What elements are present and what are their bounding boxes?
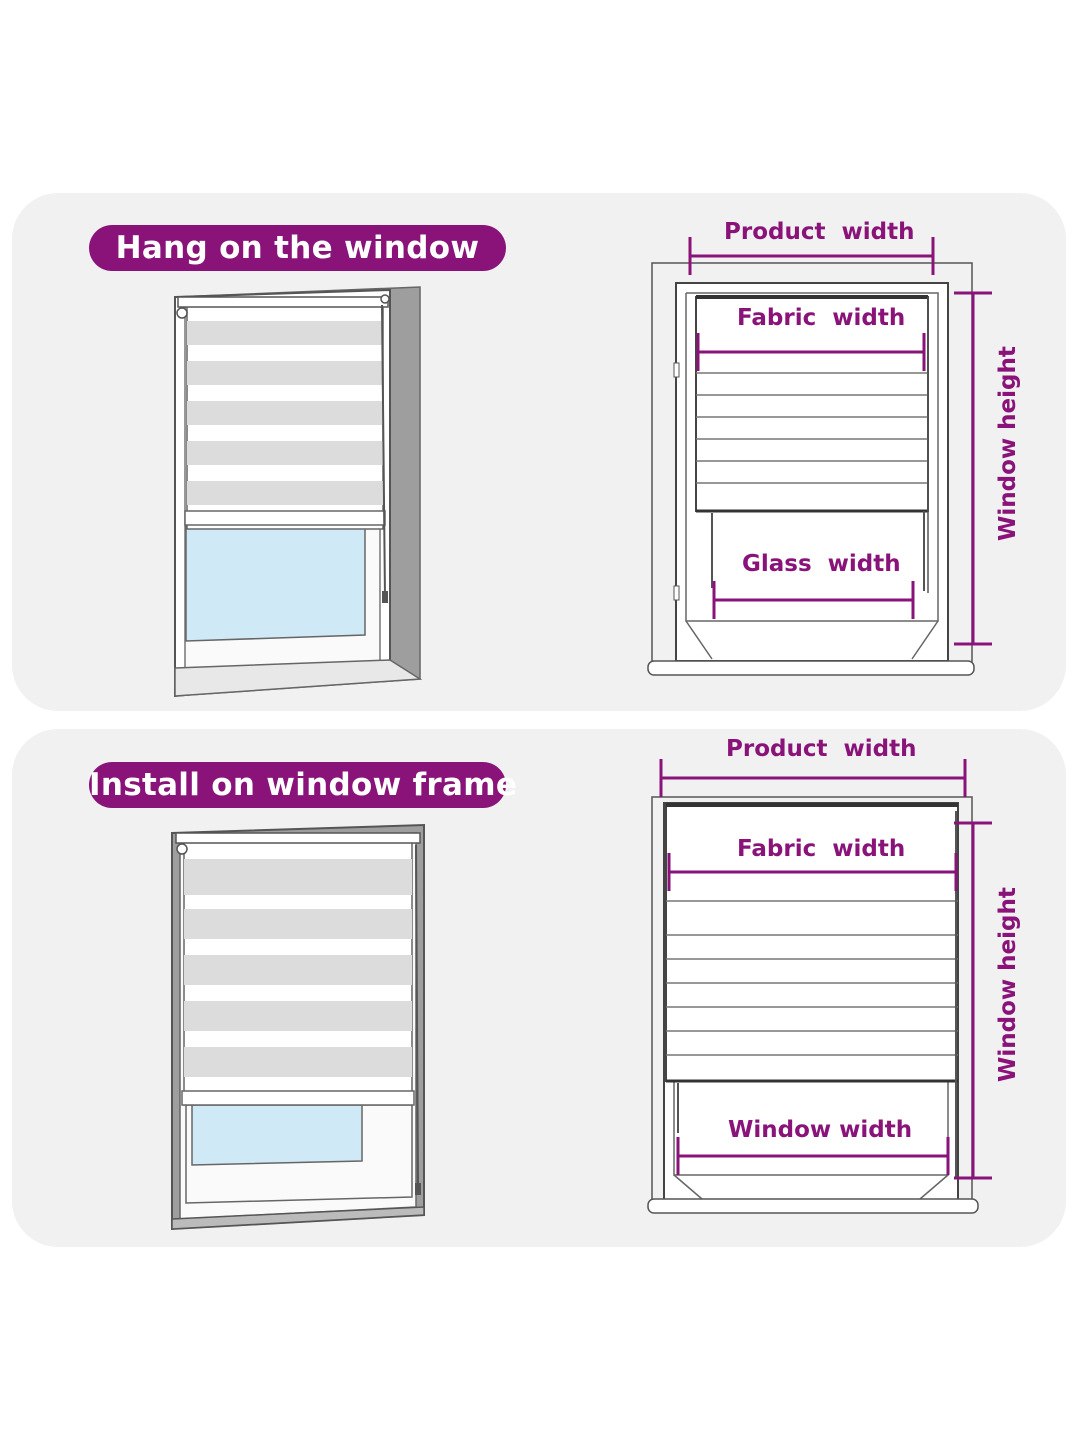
hang-dimension-diagram xyxy=(647,237,992,676)
section-title-hang: Hang on the window xyxy=(89,225,506,271)
label-product-width: Product width xyxy=(726,736,917,762)
install-dimension-diagram xyxy=(647,759,992,1214)
label-window-height: Window height xyxy=(995,346,1021,541)
section-title-install: Install on window frame xyxy=(89,762,517,808)
panel-install-on-frame: Install on window frame xyxy=(12,729,1066,1247)
label-glass-width: Glass width xyxy=(740,550,903,578)
panel-hang-on-window: Hang on the window xyxy=(12,193,1066,711)
label-window-height: Window height xyxy=(995,887,1021,1082)
install-illustration xyxy=(171,823,425,1231)
label-product-width: Product width xyxy=(724,219,915,245)
label-fabric-width: Fabric width xyxy=(735,304,908,332)
label-window-width: Window width xyxy=(726,1116,915,1144)
label-fabric-width: Fabric width xyxy=(735,835,908,863)
hang-illustration xyxy=(174,286,423,698)
